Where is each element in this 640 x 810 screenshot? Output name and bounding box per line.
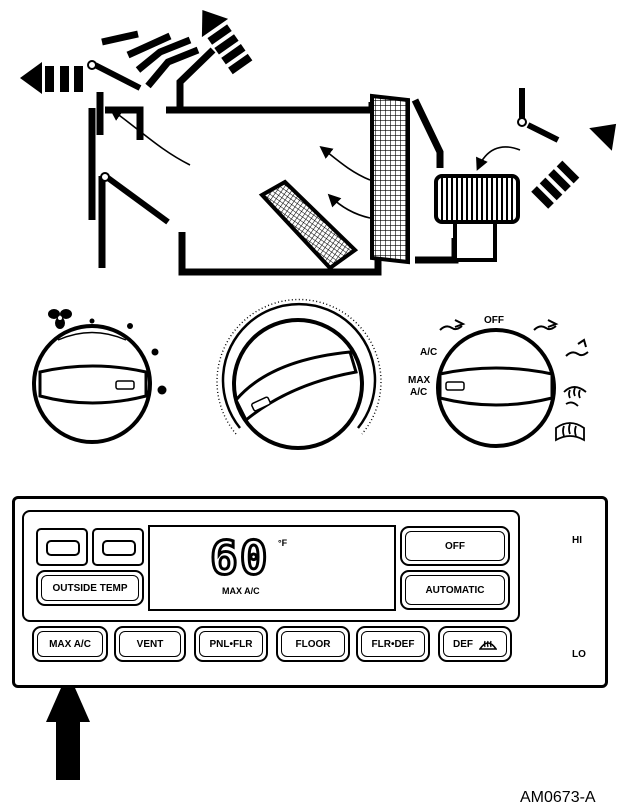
panel-display-frame [22, 510, 520, 622]
fan-icon [48, 309, 72, 329]
fan-high-label: HI [572, 535, 582, 546]
vent-button[interactable]: VENT [114, 626, 186, 662]
panel-vent-icon [439, 319, 559, 331]
outlet-arrow-left [20, 62, 83, 94]
arrow-up-icon [46, 672, 90, 780]
mode-max-ac-label: A/C [410, 387, 428, 398]
display-mode-text: MAX A/C [222, 586, 260, 596]
off-button[interactable]: OFF [400, 526, 510, 566]
mode-dial[interactable] [436, 328, 556, 448]
temperature-display: 60 °F MAX A/C [148, 525, 396, 611]
airflow-duct-diagram [20, 9, 617, 276]
indicator-light-left [36, 528, 88, 566]
floor-button[interactable]: FLOOR [276, 626, 350, 662]
outside-temp-button[interactable]: OUTSIDE TEMP [36, 570, 144, 606]
max-ac-button[interactable]: MAX A/C [32, 626, 108, 662]
panel-floor-button[interactable]: PNL•FLR [194, 626, 268, 662]
floor-vent-icon [565, 338, 589, 357]
defrost-button[interactable]: DEF [438, 626, 512, 662]
outlet-arrow-upper [201, 9, 253, 75]
floor-defrost-button[interactable]: FLR•DEF [356, 626, 430, 662]
defrost-button-label: DEF [453, 638, 473, 650]
windshield-defrost-icon [479, 640, 497, 650]
mode-ac-label: A/C [420, 347, 438, 358]
temperature-dial[interactable] [216, 298, 382, 450]
mode-off-label: OFF [484, 315, 504, 326]
figure-id: AM0673-A [520, 789, 596, 806]
mode-max-label: MAX [408, 375, 431, 386]
intake-arrow [531, 123, 617, 209]
fan-speed-dial[interactable] [32, 318, 167, 444]
defrost-icon [563, 386, 587, 407]
automatic-button[interactable]: AUTOMATIC [400, 570, 510, 610]
blower-motor [434, 174, 520, 262]
temperature-readout: 60 [208, 531, 270, 585]
temperature-unit: °F [278, 538, 288, 548]
indicator-light-right [92, 528, 144, 566]
rear-defrost-icon [555, 422, 585, 442]
fan-low-label: LO [572, 649, 586, 660]
